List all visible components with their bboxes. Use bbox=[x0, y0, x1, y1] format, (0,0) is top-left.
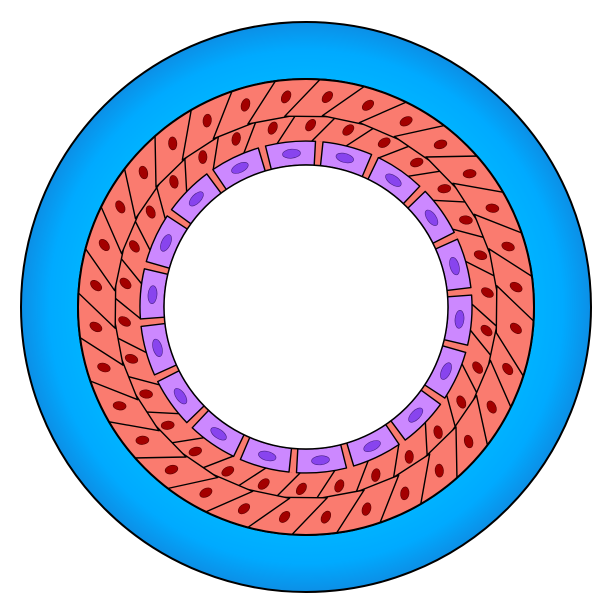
endothelial-cell-nucleus bbox=[424, 209, 439, 226]
muscle-cell-nucleus bbox=[320, 510, 332, 524]
endothelial-cell-nucleus bbox=[282, 148, 301, 159]
muscle-cell-nucleus bbox=[90, 279, 103, 292]
muscle-cell-nucleus bbox=[231, 132, 241, 146]
muscle-cell-nucleus bbox=[160, 420, 175, 430]
muscle-cell-nucleus bbox=[342, 124, 355, 136]
muscle-cell-nucleus bbox=[305, 119, 317, 132]
muscle-cell-nucleus bbox=[202, 113, 212, 128]
endothelial-cell-nucleus bbox=[335, 152, 354, 164]
muscle-cell-nucleus bbox=[361, 99, 375, 111]
muscle-cell-nucleus bbox=[164, 464, 179, 475]
muscle-cell-nucleus bbox=[115, 200, 126, 214]
muscle-cell-nucleus bbox=[278, 510, 291, 523]
muscle-cell-nucleus bbox=[237, 503, 251, 515]
endothelial-cell-nucleus bbox=[454, 310, 465, 329]
muscle-cell-nucleus bbox=[198, 150, 208, 164]
muscle-cell-nucleus bbox=[501, 241, 515, 252]
muscle-cell-nucleus bbox=[321, 91, 334, 104]
muscle-cell-nucleus bbox=[400, 486, 410, 501]
muscle-cell-nucleus bbox=[433, 139, 448, 150]
muscle-cell-nucleus bbox=[462, 169, 477, 179]
muscle-cell-nucleus bbox=[463, 434, 474, 449]
muscle-cell-nucleus bbox=[486, 400, 497, 414]
muscle-cell-nucleus bbox=[481, 287, 494, 298]
muscle-cell-nucleus bbox=[509, 281, 523, 293]
muscle-cell-nucleus bbox=[472, 361, 483, 374]
muscle-cell-nucleus bbox=[456, 395, 467, 409]
muscle-cell-nucleus bbox=[145, 205, 156, 219]
muscle-cell-nucleus bbox=[221, 466, 235, 477]
muscle-cell-nucleus bbox=[404, 450, 414, 464]
lumen bbox=[163, 164, 449, 450]
muscle-cell-nucleus bbox=[118, 316, 131, 327]
muscle-cell-nucleus bbox=[169, 175, 179, 189]
muscle-cell-nucleus bbox=[473, 250, 488, 260]
muscle-cell-nucleus bbox=[334, 479, 345, 493]
endothelial-cell-nucleus bbox=[210, 427, 227, 441]
endothelial-cell-nucleus bbox=[147, 285, 158, 304]
endothelial-cell-nucleus bbox=[258, 450, 277, 462]
muscle-cell-nucleus bbox=[199, 487, 213, 498]
muscle-cell-nucleus bbox=[377, 137, 391, 148]
muscle-cell-nucleus bbox=[485, 203, 500, 213]
muscle-cell-nucleus bbox=[112, 401, 127, 411]
muscle-cell-nucleus bbox=[361, 502, 372, 516]
endothelial-cell-nucleus bbox=[385, 173, 402, 187]
muscle-cell-nucleus bbox=[509, 322, 522, 335]
endothelial-cell-nucleus bbox=[311, 455, 330, 466]
muscle-cell-nucleus bbox=[89, 321, 103, 333]
muscle-cell-nucleus bbox=[98, 238, 110, 252]
muscle-cell-nucleus bbox=[240, 98, 251, 112]
endothelial-cell-nucleus bbox=[152, 338, 163, 357]
muscle-cell-nucleus bbox=[295, 482, 307, 495]
endothelial-cell-nucleus bbox=[231, 161, 249, 174]
muscle-cells bbox=[78, 79, 534, 535]
muscle-cell-nucleus bbox=[433, 425, 443, 439]
muscle-cell-nucleus bbox=[139, 389, 153, 399]
endothelial-cell-nucleus bbox=[363, 440, 381, 453]
endothelial-cell-nucleus bbox=[173, 388, 188, 405]
muscle-cell-nucleus bbox=[459, 215, 473, 225]
muscle-cell-nucleus bbox=[437, 184, 452, 194]
muscle-cell-nucleus bbox=[97, 362, 111, 373]
muscle-cell-nucleus bbox=[129, 240, 140, 253]
endothelial-cell-nucleus bbox=[188, 191, 204, 207]
muscle-cell-nucleus bbox=[135, 435, 150, 445]
muscle-cell-nucleus bbox=[410, 157, 424, 168]
endothelial-layer bbox=[139, 140, 473, 474]
muscle-cell-nucleus bbox=[168, 136, 178, 151]
muscle-cell-nucleus bbox=[257, 478, 270, 490]
muscle-cell-nucleus bbox=[480, 324, 493, 337]
muscle-cell-nucleus bbox=[399, 116, 413, 127]
muscle-cell-nucleus bbox=[371, 468, 381, 482]
muscle-cell-nucleus bbox=[188, 446, 202, 457]
muscle-cell-nucleus bbox=[280, 90, 292, 104]
endothelial-cell-nucleus bbox=[408, 407, 424, 423]
muscle-cell-nucleus bbox=[434, 463, 444, 478]
endothelial-cell-nucleus bbox=[440, 362, 452, 380]
muscle-cell-nucleus bbox=[502, 362, 514, 376]
endothelial-cell-nucleus bbox=[160, 234, 172, 252]
muscle-cell-nucleus bbox=[267, 121, 278, 135]
muscle-cell-nucleus bbox=[138, 165, 149, 180]
muscle-cell-nucleus bbox=[124, 354, 139, 364]
endothelial-cell-nucleus bbox=[449, 257, 460, 276]
muscle-cell-nucleus bbox=[119, 277, 132, 290]
